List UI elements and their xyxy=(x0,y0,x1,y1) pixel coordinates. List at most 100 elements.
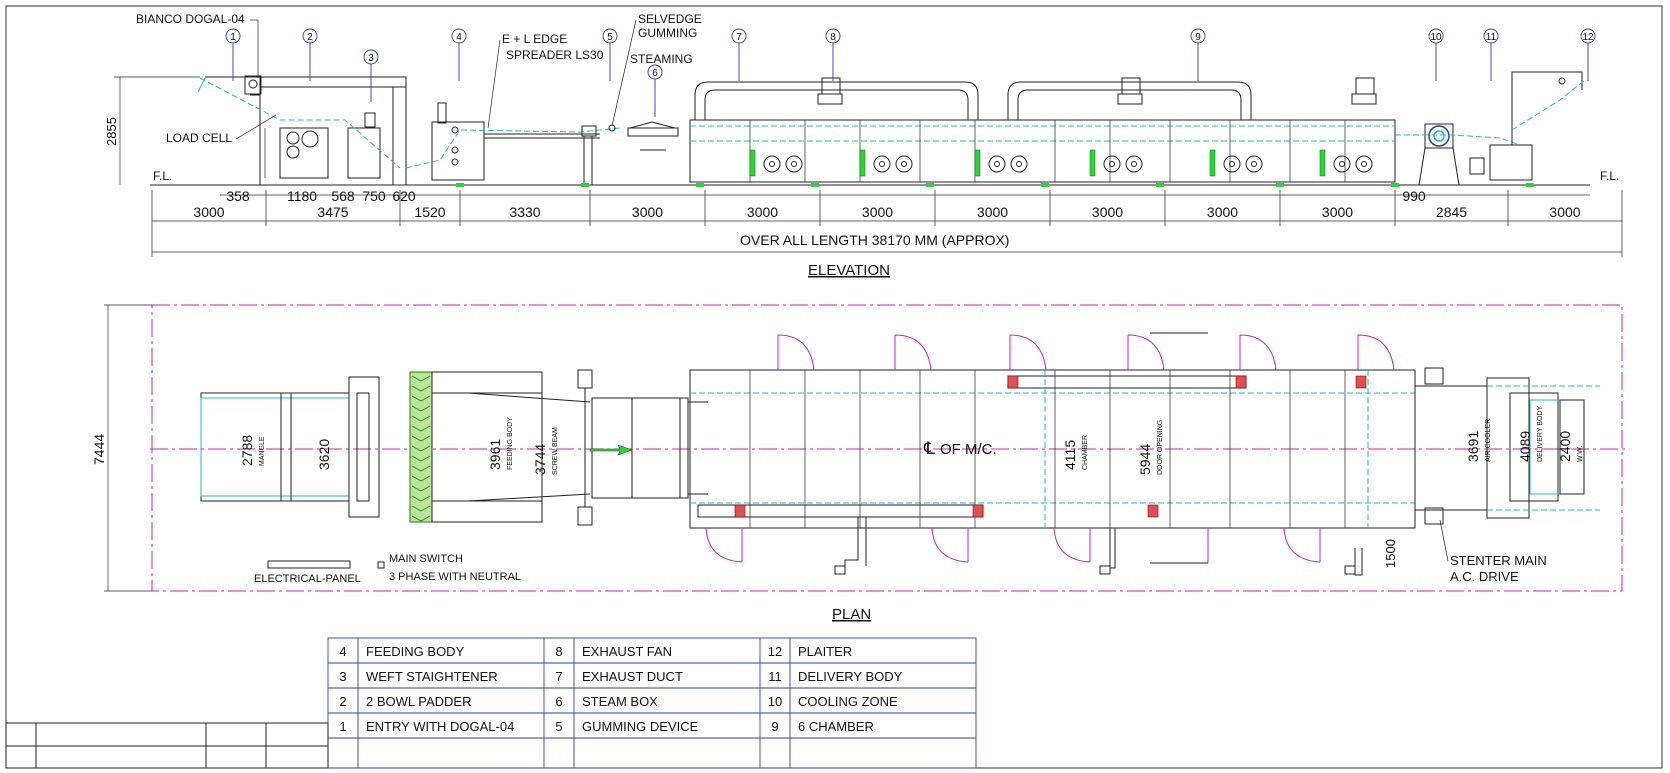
plan-dim-3691: 3691 AIR COOLER xyxy=(1465,419,1492,462)
bottom-dim: 3000 xyxy=(1549,204,1580,220)
legend-label: 6 CHAMBER xyxy=(798,719,874,734)
balloon-1: 1 xyxy=(225,28,241,81)
plan-dim-4089: 4089 DELIVERY BODY xyxy=(1517,406,1544,462)
svg-text:4115: 4115 xyxy=(1062,440,1078,470)
svg-text:MANGLE: MANGLE xyxy=(259,436,266,466)
balloon-8: 8 xyxy=(825,28,841,81)
balloon-6: 6 xyxy=(647,64,663,117)
svg-text:4089: 4089 xyxy=(1517,431,1533,462)
top-dim: 990 xyxy=(1402,188,1426,204)
legend-label: WEFT STAIGHTENER xyxy=(366,669,498,684)
main-switch-label: MAIN SWITCH xyxy=(389,553,463,565)
legend-number: 4 xyxy=(339,644,346,659)
svg-text:3620: 3620 xyxy=(316,439,332,470)
bottom-dim: 3000 xyxy=(1092,204,1123,220)
svg-text:12: 12 xyxy=(1582,32,1594,43)
legend-label: ENTRY WITH DOGAL-04 xyxy=(366,719,514,734)
callout-selvedge-line2: GUMMING xyxy=(638,26,697,40)
legend-number: 10 xyxy=(768,694,782,709)
balloon-11: 11 xyxy=(1483,28,1499,81)
svg-text:3744: 3744 xyxy=(532,444,548,475)
top-dim: 750 xyxy=(362,188,386,204)
legend-number: 1 xyxy=(339,719,346,734)
svg-text:1: 1 xyxy=(230,32,236,43)
svg-text:3691: 3691 xyxy=(1465,431,1481,462)
svg-text:2788: 2788 xyxy=(239,435,255,466)
balloon-7: 7 xyxy=(731,28,747,81)
svg-text:DELIVERY BODY: DELIVERY BODY xyxy=(1537,406,1544,462)
legend-number: 12 xyxy=(768,644,782,659)
bottom-dim: 3000 xyxy=(1207,204,1238,220)
legend-number: 2 xyxy=(339,694,346,709)
svg-text:W.W.: W.W. xyxy=(1577,446,1584,462)
legend-label: STEAM BOX xyxy=(582,694,658,709)
legend-number: 11 xyxy=(768,669,782,684)
bottom-dim: 3475 xyxy=(317,204,348,220)
svg-text:3961: 3961 xyxy=(487,439,503,470)
svg-text:4: 4 xyxy=(456,32,462,43)
legend-label: COOLING ZONE xyxy=(798,694,898,709)
overall-length: OVER ALL LENGTH 38170 MM (APPROX) xyxy=(740,232,1009,248)
legend-number: 7 xyxy=(555,669,562,684)
callout-edge-spreader-line2: SPREADER LS30 xyxy=(506,48,604,62)
callout-edge-spreader-line1: E + L EDGE xyxy=(502,32,567,46)
balloon-4: 4 xyxy=(451,28,467,81)
bottom-dim: 1520 xyxy=(414,204,445,220)
svg-text:AIR COOLER: AIR COOLER xyxy=(1485,419,1492,462)
svg-text:5944: 5944 xyxy=(1137,444,1153,475)
svg-text:10: 10 xyxy=(1430,32,1442,43)
plan-view: 7444 xyxy=(91,304,1625,592)
callout-selvedge-line1: SELVEDGE xyxy=(638,12,702,26)
balloon-5: 5 xyxy=(602,28,618,81)
svg-text:SCREW BEAM: SCREW BEAM xyxy=(552,427,559,475)
bottom-dim: 2845 xyxy=(1436,204,1467,220)
floor-level-left: F.L. xyxy=(153,169,172,183)
balloon-10: 10 xyxy=(1428,28,1444,81)
svg-text:6: 6 xyxy=(652,68,658,79)
top-dim: 358 xyxy=(226,188,250,204)
bottom-dim: 3000 xyxy=(193,204,224,220)
legend-number: 3 xyxy=(339,669,346,684)
callout-steaming: STEAMING xyxy=(630,52,693,66)
svg-text:2: 2 xyxy=(307,32,313,43)
height-dim: 2855 xyxy=(104,117,119,146)
svg-text:7: 7 xyxy=(736,32,742,43)
svg-text:9: 9 xyxy=(1195,32,1201,43)
callout-load-cell: LOAD CELL xyxy=(166,131,232,145)
plan-dim-2788: 2788 MANGLE xyxy=(239,435,266,466)
legend-number: 5 xyxy=(555,719,562,734)
stenter-drive-line1: STENTER MAIN xyxy=(1450,553,1547,568)
stenter-drive-line2: A.C. DRIVE xyxy=(1450,569,1519,584)
center-label: OF M/C. xyxy=(940,441,997,458)
balloon-9: 9 xyxy=(1190,28,1206,81)
plan-width-dim: 7444 xyxy=(91,434,107,465)
legend-label: EXHAUST DUCT xyxy=(582,669,683,684)
top-dim: 620 xyxy=(392,188,416,204)
plan-dim-2400: 2400 W.W. xyxy=(1557,431,1584,462)
center-symbol: ℄ xyxy=(923,439,935,458)
legend-label: GUMMING DEVICE xyxy=(582,719,699,734)
plan-dim-1500: 1500 xyxy=(1383,539,1398,568)
bottom-dim: 3000 xyxy=(977,204,1008,220)
svg-text:3: 3 xyxy=(368,53,374,64)
balloon-12: 12 xyxy=(1580,28,1596,81)
plan-dim-3620: 3620 xyxy=(316,439,332,470)
bottom-dim: 3000 xyxy=(632,204,663,220)
electrical-panel-label: ELECTRICAL-PANEL xyxy=(254,573,361,585)
legend-number: 8 xyxy=(555,644,562,659)
svg-text:5: 5 xyxy=(607,32,613,43)
balloon-2: 2 xyxy=(302,28,318,81)
three-phase-label: 3 PHASE WITH NEUTRAL xyxy=(389,571,521,583)
legend-number: 9 xyxy=(771,719,778,734)
top-dim: 1180 xyxy=(287,188,317,204)
svg-text:2400: 2400 xyxy=(1557,431,1573,462)
bottom-dim: 3000 xyxy=(862,204,893,220)
